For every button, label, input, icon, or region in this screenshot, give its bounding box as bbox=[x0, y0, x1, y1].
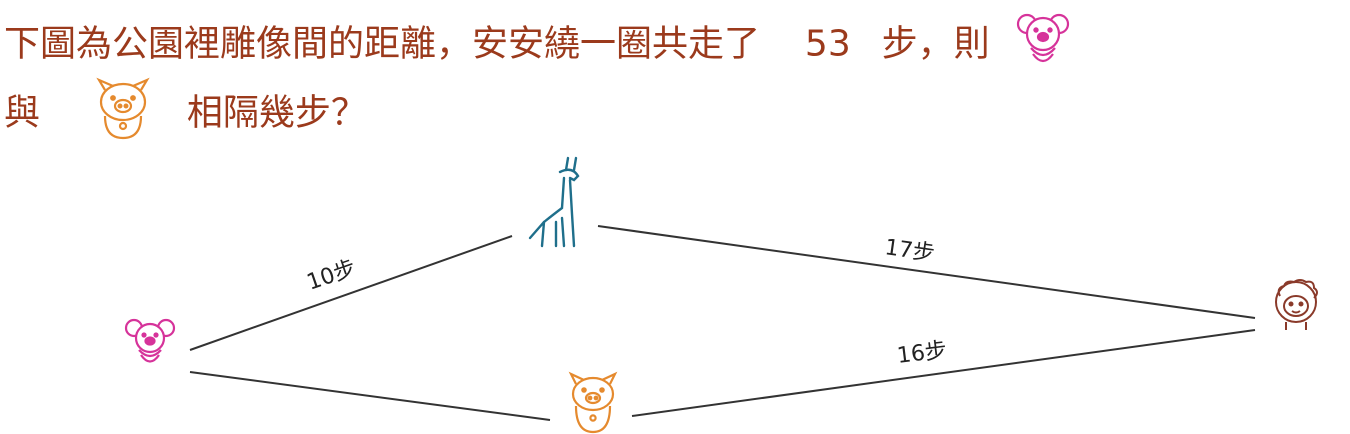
koala-node-icon bbox=[124, 318, 176, 363]
pig-node-icon bbox=[568, 371, 618, 434]
edge-pig-sheep bbox=[631, 329, 1256, 417]
question-total-steps: 53 bbox=[804, 23, 851, 65]
sheep-node-icon bbox=[1275, 279, 1318, 330]
edge-koala-giraffe bbox=[189, 235, 513, 351]
question-text-part1: 下圖為公園裡雕像間的距離，安安繞一圈共走了 bbox=[4, 23, 761, 65]
koala-icon bbox=[1015, 10, 1071, 81]
question-text-part3: 與 bbox=[4, 92, 41, 134]
edge-giraffe-sheep bbox=[597, 225, 1256, 319]
edge-label-koala-giraffe: 10步 bbox=[304, 256, 359, 296]
question-text-part4: 相隔幾步？ bbox=[186, 92, 367, 134]
question-line-1: 下圖為公園裡雕像間的距離，安安繞一圈共走了 53 步，則 bbox=[4, 10, 1071, 81]
edge-label-pig-sheep: 16步 bbox=[896, 338, 949, 369]
pig-icon bbox=[91, 76, 155, 153]
question-line-2: 與 相隔幾步？ bbox=[4, 76, 367, 153]
edge-label-giraffe-sheep: 17步 bbox=[883, 235, 936, 267]
question-text-part2: 步，則 bbox=[881, 23, 990, 65]
edge-koala-pig bbox=[189, 371, 551, 421]
giraffe-node-icon bbox=[528, 156, 580, 248]
